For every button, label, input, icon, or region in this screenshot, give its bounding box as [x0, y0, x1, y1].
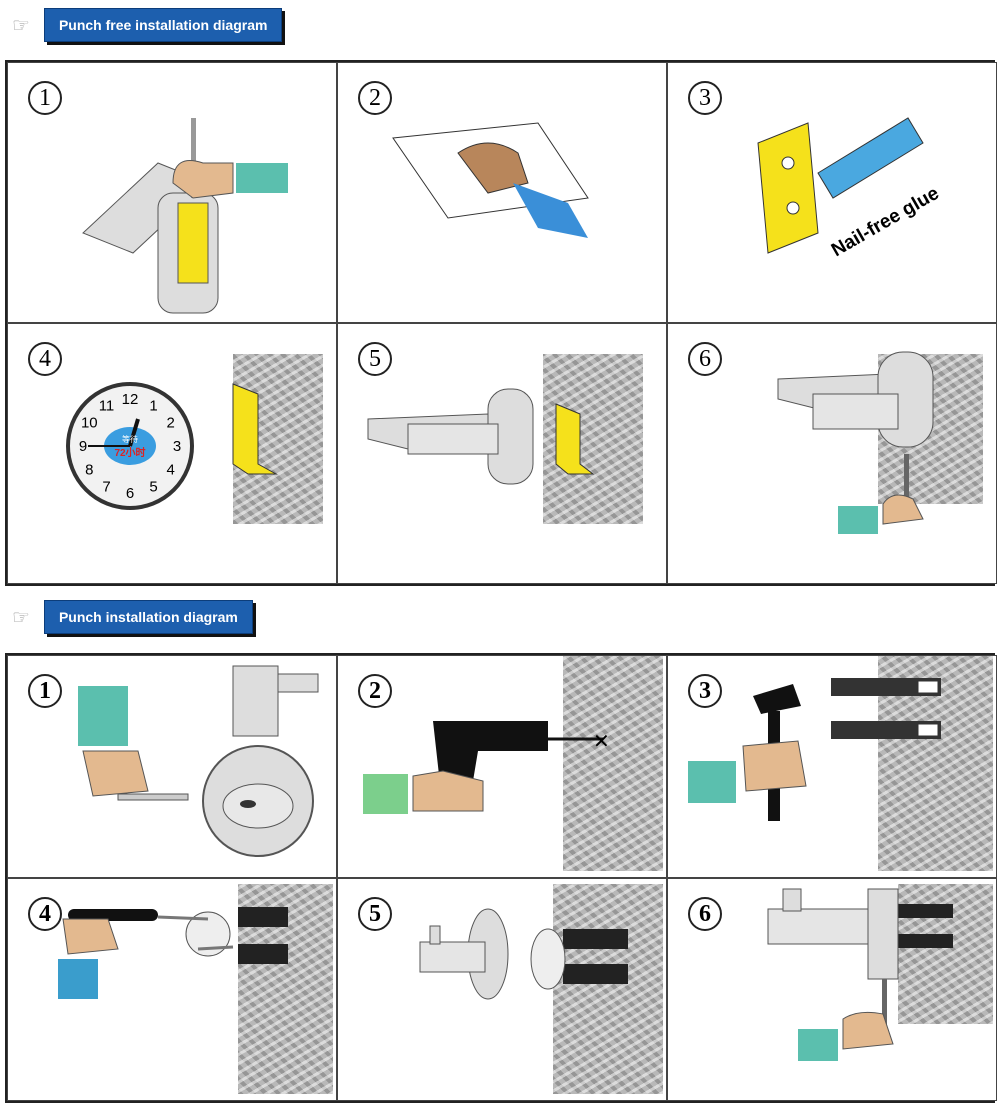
section-header-punch-free: ☞ Punch free installation diagram [12, 8, 283, 42]
clock-number: 7 [102, 479, 110, 496]
pointing-hand-icon: ☞ [12, 606, 30, 629]
towel-bar-screw-illustration [82, 118, 288, 314]
attach-bar-illustration [367, 388, 595, 485]
clock-number: 10 [81, 415, 98, 432]
attach-hook-illustration [419, 908, 628, 1000]
step-panel-5: 5 [337, 878, 667, 1101]
punch-steps-grid: 1 2 ✕ 3 4 [5, 653, 997, 1103]
clock-number: 9 [79, 438, 87, 455]
wipe-wall-illustration [392, 122, 589, 238]
step-panel-2: 2 [337, 62, 667, 323]
step-panel-2: 2 ✕ [337, 655, 667, 878]
glue-bracket-illustration [757, 117, 924, 254]
wall-texture [553, 884, 663, 1094]
step-panel-4: 4 [7, 878, 337, 1101]
step-number: 3 [688, 81, 722, 115]
clock-label-top: 等待 [122, 434, 138, 444]
step-number: 6 [688, 897, 722, 931]
step-number: 6 [688, 342, 722, 376]
step-number: 1 [28, 674, 62, 708]
clock-number: 6 [126, 485, 134, 502]
drill-illustration: ✕ [363, 721, 610, 814]
tighten-hook-illustration [767, 888, 953, 1061]
clock-number: 12 [122, 391, 139, 408]
clock-number: 11 [99, 397, 115, 414]
section-title: Punch installation diagram [43, 600, 253, 634]
step-panel-1: 1 [7, 62, 337, 323]
wall-texture [563, 656, 663, 871]
step-panel-6: 6 [667, 323, 997, 584]
step-number: 2 [358, 81, 392, 115]
hammer-anchors-illustration [688, 678, 941, 821]
step-panel-6: 6 [667, 878, 997, 1101]
clock-number: 1 [149, 397, 157, 414]
step-number: 5 [358, 897, 392, 931]
step-panel-1: 1 [7, 655, 337, 878]
clock-number: 3 [173, 438, 181, 455]
section-header-punch: ☞ Punch installation diagram [12, 600, 253, 634]
section-title: Punch free installation diagram [43, 8, 283, 42]
step-number: 4 [28, 342, 62, 376]
step-number: 3 [688, 674, 722, 708]
clock-label-bottom: 72小时 [114, 446, 145, 459]
clock-number: 2 [167, 415, 175, 432]
clock-number: 8 [85, 462, 93, 479]
remove-screw-illustration [78, 665, 319, 857]
clock-number: 5 [149, 479, 157, 496]
step-number: 1 [28, 81, 62, 115]
tighten-screw-illustration [777, 351, 934, 534]
step-number: 2 [358, 674, 392, 708]
punch-free-steps-grid: 1 2 3 Nail-free glue 4 等待 [5, 60, 997, 586]
step-number: 4 [28, 897, 62, 931]
pointing-hand-icon: ☞ [12, 14, 30, 37]
step-panel-3: 3 [667, 655, 997, 878]
step-panel-3: 3 Nail-free glue [667, 62, 997, 323]
x-mark-icon: ✕ [593, 731, 610, 753]
step-panel-5: 5 [337, 323, 667, 584]
step-number: 5 [358, 342, 392, 376]
clock-number: 4 [167, 462, 175, 479]
screw-base-illustration [58, 907, 288, 999]
